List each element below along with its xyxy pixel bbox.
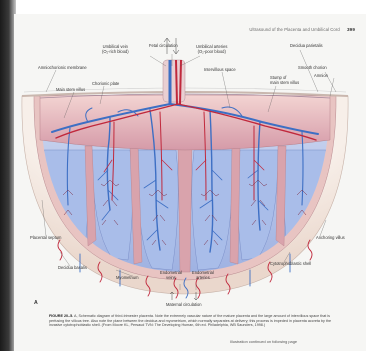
continued-note: Illustration continued on following page bbox=[230, 339, 297, 344]
label-intervillous-space: Intervillous space bbox=[204, 68, 236, 73]
label-maternal-circulation: Maternal circulation bbox=[166, 303, 202, 308]
label-amniochorionic-membrane: Amniochorionic membrane bbox=[38, 66, 87, 71]
label-endometrial-arteries: Endometrial arteries bbox=[192, 271, 214, 280]
label-amnion: Amnion bbox=[314, 74, 328, 79]
label-chorionic-plate: Chorionic plate bbox=[92, 82, 119, 87]
label-placental-septum: Placental septum bbox=[30, 236, 61, 241]
label-stump-main-stem-villus: Stump of main stem villus bbox=[270, 76, 299, 85]
figure-panel-letter: A bbox=[34, 300, 38, 306]
caption-text: A, Schematic diagram of third-trimester … bbox=[49, 314, 331, 327]
label-cytotrophoblastic-shell: Cytotrophoblastic shell bbox=[270, 262, 311, 267]
label-umbilical-arteries: Umbilical arteries (O₂-poor blood) bbox=[196, 45, 227, 54]
label-fetal-circulation: Fetal circulation bbox=[149, 44, 178, 49]
label-decidua-basalis: Decidua basalis bbox=[58, 266, 87, 271]
label-myometrium: Myometrium bbox=[116, 276, 139, 281]
label-decidua-parietalis: Decidua parietalis bbox=[290, 44, 323, 49]
label-umbilical-vein: Umbilical vein (O₂-rich blood) bbox=[102, 45, 129, 54]
label-smooth-chorion: Smooth chorion bbox=[298, 66, 327, 71]
caption-title: FIGURE 20–5. bbox=[49, 314, 73, 318]
label-anchoring-villus: Anchoring villus bbox=[316, 236, 345, 241]
label-main-stem-villus: Main stem villus bbox=[56, 88, 85, 93]
figure-caption: FIGURE 20–5. A, Schematic diagram of thi… bbox=[49, 314, 339, 328]
label-endometrial-veins: Endometrial veins bbox=[160, 271, 182, 280]
